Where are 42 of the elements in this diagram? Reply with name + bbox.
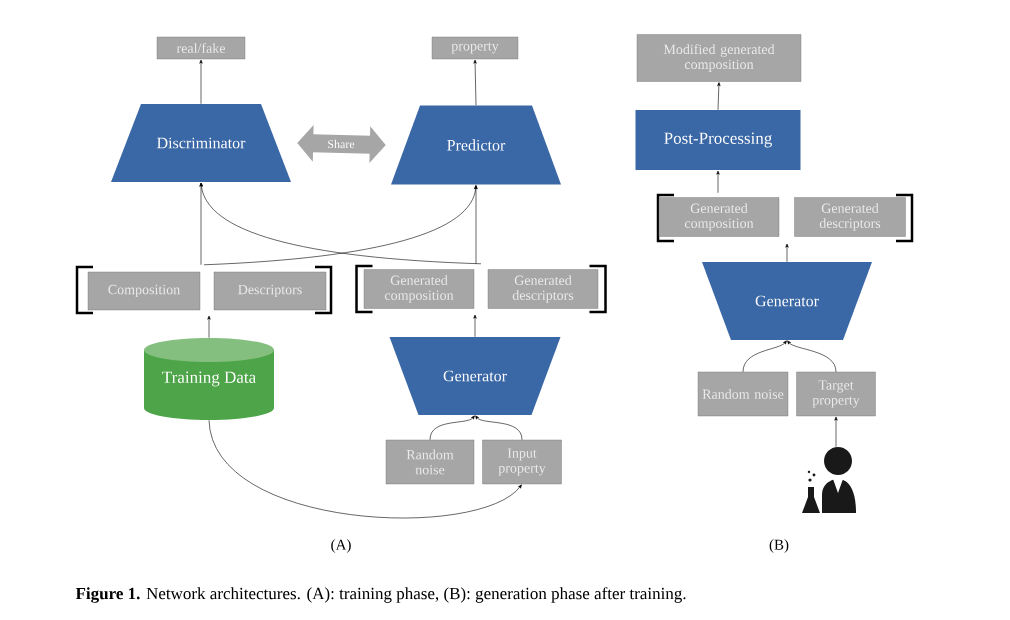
process-box: Descriptors xyxy=(213,271,327,311)
curved-arrow xyxy=(742,340,787,373)
arrow xyxy=(207,315,211,339)
network-trapezoid: Generator xyxy=(389,337,561,415)
process-box: Composition xyxy=(87,271,201,311)
panel-label: (B) xyxy=(769,539,789,553)
figure-caption: Figure 1. Network architectures. (A): training phase, (B): generation phase after training. xyxy=(75,587,686,603)
arrow xyxy=(717,82,721,111)
process-box: property xyxy=(431,36,519,60)
process-box: Input property xyxy=(482,439,562,485)
arrow xyxy=(834,416,838,448)
database-cylinder: Training Data xyxy=(144,338,274,420)
square-brackets xyxy=(355,264,607,314)
network-trapezoid: Discriminator xyxy=(111,104,291,182)
network-trapezoid: Predictor xyxy=(391,105,561,185)
process-box: Post-Processing xyxy=(635,110,801,170)
arrow xyxy=(199,59,203,105)
panel-label: (A) xyxy=(331,539,351,553)
curved-arrow xyxy=(475,415,523,441)
edge-label: Share xyxy=(326,138,356,150)
arrow xyxy=(474,185,478,265)
process-box: Random noise xyxy=(697,371,789,417)
process-box: Modified generated composition xyxy=(636,34,802,82)
square-brackets xyxy=(75,265,333,315)
scientist-icon xyxy=(802,447,856,513)
process-box: Generated descriptors xyxy=(794,197,906,237)
network-trapezoid: Generator xyxy=(702,262,872,340)
process-box: real/fake xyxy=(156,36,246,60)
arrow xyxy=(199,182,203,266)
process-box: Generated descriptors xyxy=(487,269,599,309)
arrow xyxy=(716,170,720,194)
arrow xyxy=(473,314,477,338)
process-box: Generated composition xyxy=(658,197,780,237)
curved-arrow xyxy=(429,415,475,441)
curved-arrow xyxy=(208,419,522,518)
curved-arrow xyxy=(787,340,837,373)
process-box: Target property xyxy=(796,371,876,417)
arrow xyxy=(785,243,789,263)
square-brackets xyxy=(656,193,914,243)
process-box: Generated composition xyxy=(363,269,475,309)
process-box: Random noise xyxy=(385,439,475,485)
arrow xyxy=(473,59,477,106)
